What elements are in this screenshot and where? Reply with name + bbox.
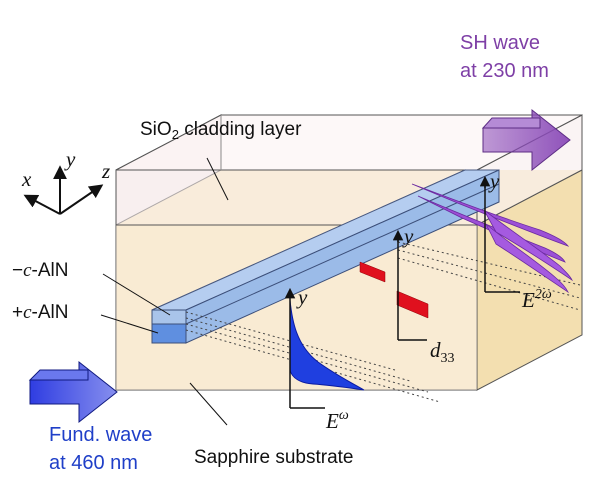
x-axis-arrow [23, 194, 61, 215]
waveguide-interface-line [185, 183, 500, 325]
sh-wave-label: SH wave [460, 32, 540, 54]
waveguide-pos-c-aln-layer [151, 323, 187, 344]
coordinate-axes: x y z [21, 147, 110, 215]
cladding-leader [206, 157, 229, 201]
aln-waveguide [151, 169, 500, 344]
waveguide-neg-c-aln-layer [151, 309, 187, 325]
axis-z-label: z [101, 159, 110, 183]
cladding-label: SiO2 cladding layer [140, 119, 302, 142]
leader-lines [100, 157, 229, 426]
sh-field-profile [411, 175, 574, 294]
pos-c-aln-label: +c-AlN [12, 302, 69, 323]
neg-c-aln-label: −c-AlN [12, 260, 69, 281]
d33-domain-2 [396, 290, 429, 319]
d33-domains [359, 229, 429, 341]
substrate-leader [189, 382, 228, 426]
sh-wavelength-label: at 230 nm [460, 60, 549, 82]
fund-field-profile [284, 287, 365, 409]
waveguide-side-face [185, 169, 500, 344]
pos-aln-leader [100, 314, 159, 334]
neg-aln-leader [102, 273, 171, 316]
substrate-label: Sapphire substrate [194, 447, 354, 468]
sh-wave-arrow [481, 108, 571, 172]
sh-profile-y-label: y [488, 169, 500, 193]
axis-x-label: x [21, 167, 32, 191]
axis-y-label: y [64, 147, 76, 171]
e-2omega-label: E2ω [521, 287, 552, 312]
fund-wave-label: Fund. wave [49, 424, 152, 446]
fund-profile-y-label: y [296, 285, 308, 309]
fund-wavelength-label: at 460 nm [49, 452, 138, 474]
cladding-top-face [115, 114, 583, 171]
z-axis-arrow [59, 184, 104, 215]
cladding-front-tint [116, 225, 477, 390]
d33-label: d33 [430, 338, 455, 366]
e-omega-label: Eω [325, 408, 349, 433]
d33-domain-1 [359, 261, 386, 283]
d33-y-label: y [402, 224, 414, 248]
fund-wave-arrow [28, 360, 118, 424]
